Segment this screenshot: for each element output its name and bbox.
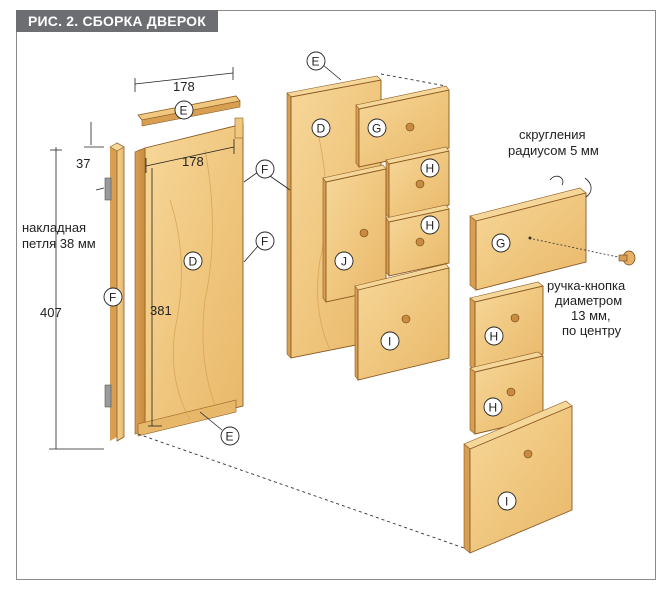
label-f-left: F (103, 287, 123, 307)
note-radius-line2: радиусом 5 мм (508, 143, 599, 158)
label-f-door-lower-text: F (261, 235, 268, 249)
label-d-frame-text: D (317, 122, 326, 136)
dimension-lines (49, 67, 592, 450)
note-knob-line2: диаметром (555, 293, 622, 308)
drawer-g-middle (355, 85, 450, 168)
part-labels: E D F F F E E D G H H J I G H H I (103, 51, 517, 511)
label-e-frame-text: E (312, 55, 320, 69)
note-knob-line1: ручка-кнопка (547, 278, 626, 293)
note-knob-line3: 13 мм, (571, 308, 611, 323)
label-j-text: J (341, 255, 347, 269)
figure-frame (16, 10, 656, 580)
note-hinge-line2: петля 38 мм (22, 236, 96, 251)
label-h1-middle: H (420, 158, 440, 178)
label-i-right: I (497, 491, 517, 511)
drawer-i-right (463, 400, 573, 554)
hinge-bottom (104, 384, 112, 408)
dim-panel-width: 178 (182, 154, 204, 169)
label-g-right-text: G (496, 237, 505, 251)
label-e-rail-text: E (180, 104, 188, 118)
label-h2-middle-text: H (426, 219, 435, 233)
door-panel-d-left (134, 117, 244, 437)
label-f-frame (269, 175, 291, 191)
label-e-rail: E (174, 100, 194, 120)
label-e-bottom-text: E (226, 430, 234, 444)
label-h1-middle-text: H (426, 162, 435, 176)
drawer-h1-right (469, 281, 544, 371)
label-d-left: D (183, 251, 203, 271)
label-d-left-text: D (189, 255, 198, 269)
dim-stile-height: 407 (40, 305, 62, 320)
label-i-middle-text: I (388, 335, 391, 349)
label-f-door-upper-text: F (261, 163, 268, 177)
label-f-left-text: F (109, 291, 116, 305)
label-e-bottom: E (199, 411, 240, 446)
label-i-right-text: I (505, 495, 508, 509)
dim-panel-height: 381 (150, 303, 172, 318)
note-knob-line4: по центру (562, 323, 622, 338)
label-f-door-upper: F (243, 159, 275, 183)
label-h2-middle: H (420, 215, 440, 235)
label-e-frame: E (306, 51, 342, 81)
drawer-i-middle (354, 263, 450, 381)
hinge-top (104, 177, 112, 201)
label-i-middle: I (380, 331, 400, 351)
label-g-right: G (491, 233, 511, 253)
label-h2-right-text: H (489, 401, 498, 415)
label-h1-right-text: H (490, 330, 499, 344)
label-j: J (334, 251, 354, 271)
alignment-lines (137, 73, 465, 549)
label-g-middle-text: G (372, 122, 381, 136)
dim-top-offset: 37 (76, 156, 90, 171)
label-f-door-lower: F (243, 231, 275, 263)
knob-illustration (528, 236, 636, 266)
note-hinge-line1: накладная (22, 220, 86, 235)
label-h1-right: H (484, 326, 504, 346)
note-radius-line1: скругления (519, 127, 586, 142)
drawer-g-right (469, 187, 587, 291)
figure-title: РИС. 2. СБОРКА ДВЕРОК (16, 10, 219, 32)
label-g-middle: G (367, 118, 387, 138)
dim-rail-width: 178 (173, 79, 195, 94)
label-d-frame: D (311, 118, 331, 138)
label-h2-right: H (483, 397, 503, 417)
